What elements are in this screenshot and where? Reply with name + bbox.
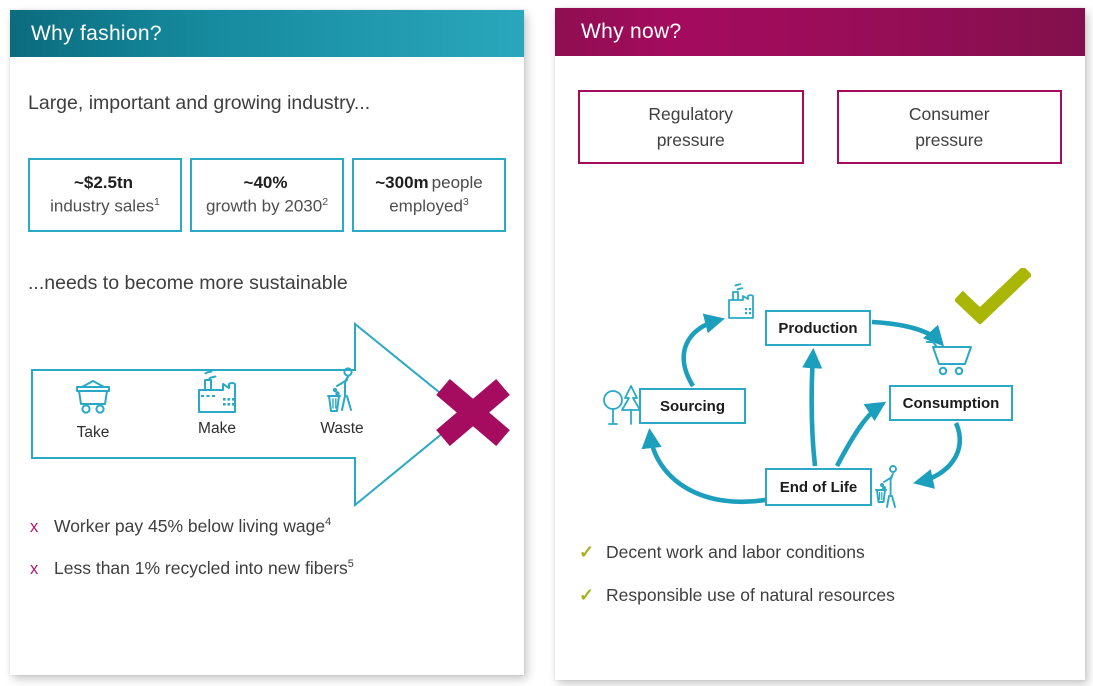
stat-label: employed (389, 196, 463, 216)
consumer-pressure-box: Consumer pressure (836, 90, 1062, 164)
sustainability-subheading: ...needs to become more sustainable (28, 272, 348, 294)
why-fashion-panel: Why fashion? Large, important and growin… (10, 10, 524, 675)
stat-industry-sales: ~$2.5tn industry sales1 (28, 158, 182, 232)
take-make-waste-arrow: Take Make (30, 320, 480, 512)
stat-growth: ~40% growth by 20302 (190, 158, 344, 232)
check-bullet-icon: ✓ (579, 542, 595, 562)
list-item: ✓ Decent work and labor conditions (579, 542, 895, 563)
arrow-endoflife-to-production (802, 347, 823, 467)
mine-cart-icon (76, 380, 110, 414)
why-fashion-header: Why fashion? (10, 10, 524, 57)
why-now-panel: Why now? Regulatory pressure Consumer pr… (555, 8, 1085, 680)
footnote-ref: 5 (347, 558, 354, 571)
industry-stats-row: ~$2.5tn industry sales1 ~40% growth by 2… (28, 158, 506, 232)
factory-icon (728, 283, 754, 319)
step-label: Waste (320, 420, 364, 437)
stat-value: ~40% (243, 172, 288, 192)
shopping-cart-icon (926, 341, 972, 376)
negative-text: Worker pay 45% below living wage4 (54, 516, 332, 536)
why-now-header: Why now? (555, 8, 1085, 56)
waste-person-icon (875, 465, 897, 508)
arrow-shape (31, 321, 468, 508)
negative-text: Less than 1% recycled into new fibers5 (54, 558, 354, 578)
regulatory-pressure-box: Regulatory pressure (578, 90, 804, 164)
arrow-endoflife-to-consumption (834, 401, 887, 468)
cycle-node-consumption: Consumption (889, 385, 1013, 421)
circular-economy-diagram: Production Sourcing Consumption End of L… (575, 278, 1065, 534)
step-label: Make (198, 420, 236, 437)
cycle-node-production: Production (765, 310, 871, 346)
stat-label: growth by 2030 (205, 196, 323, 216)
x-bullet-icon: x (30, 518, 39, 536)
stat-value: ~$2.5tn (73, 172, 134, 192)
arrow-endoflife-to-sourcing (641, 427, 772, 505)
arrow-production-to-consumption (871, 319, 945, 347)
list-item: x Less than 1% recycled into new fibers5 (30, 558, 354, 579)
why-fashion-title: Why fashion? (31, 22, 162, 45)
step-waste: Waste (310, 366, 374, 438)
stat-value: ~300m (375, 172, 429, 192)
pressures-row: Regulatory pressure Consumer pressure (578, 90, 1062, 164)
cross-mark-icon (436, 378, 510, 447)
footnote-ref: 2 (322, 195, 329, 208)
cycle-node-sourcing: Sourcing (639, 388, 746, 424)
footnote-ref: 3 (462, 195, 469, 208)
cycle-arrows (603, 283, 972, 508)
list-item: x Worker pay 45% below living wage4 (30, 516, 354, 537)
step-take: Take (60, 378, 126, 442)
negatives-list: x Worker pay 45% below living wage4 x Le… (30, 516, 354, 600)
arrow-sourcing-to-production (681, 313, 725, 388)
trees-icon (603, 385, 641, 425)
footnote-ref: 4 (325, 516, 332, 529)
step-label: Take (76, 424, 110, 441)
check-bullet-icon: ✓ (579, 585, 595, 605)
x-bullet-icon: x (30, 560, 39, 578)
industry-intro-text: Large, important and growing industry... (28, 92, 371, 114)
waste-person-icon (327, 367, 353, 412)
cycle-node-endoflife: End of Life (765, 468, 872, 506)
check-mark-icon (955, 268, 1031, 324)
list-item: ✓ Responsible use of natural resources (579, 585, 895, 606)
stat-label: industry sales (50, 196, 155, 216)
positive-text: Decent work and labor conditions (606, 542, 865, 562)
step-make: Make (182, 368, 252, 438)
arrow-consumption-to-endoflife (913, 422, 963, 489)
positives-list: ✓ Decent work and labor conditions ✓ Res… (579, 542, 895, 628)
why-now-title: Why now? (581, 20, 682, 43)
factory-icon (198, 370, 236, 413)
positive-text: Responsible use of natural resources (606, 585, 895, 605)
footnote-ref: 1 (154, 195, 160, 208)
